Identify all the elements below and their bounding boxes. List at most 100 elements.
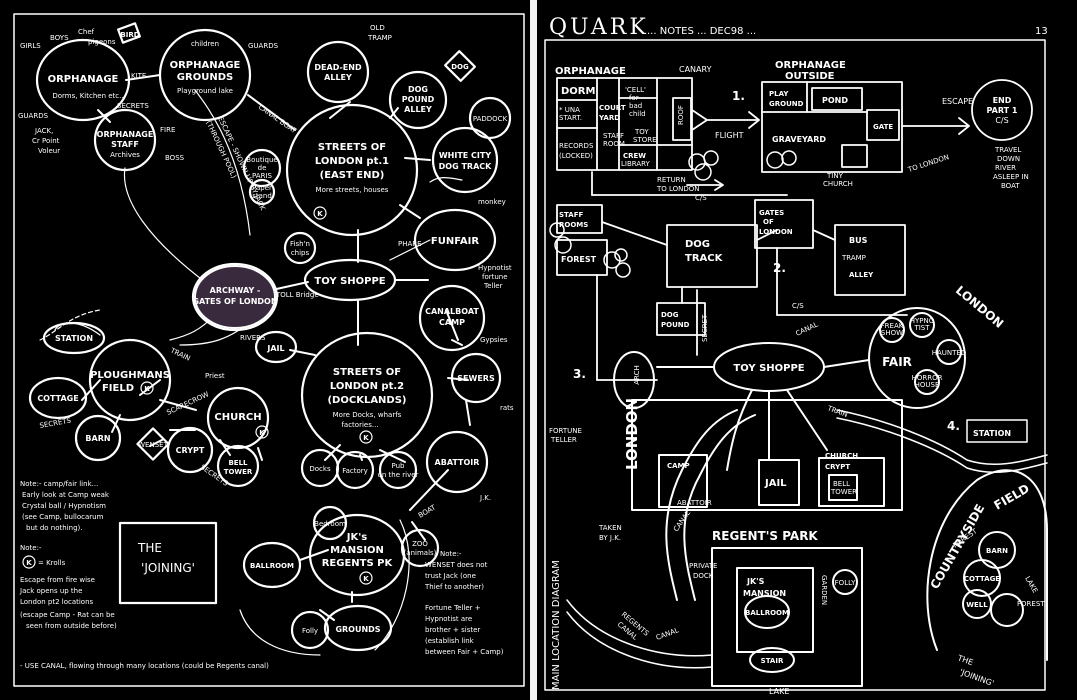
label-train: TRAIN [168,346,191,363]
countryside-labels: COUNTRYSIDE FIELD FOREST BARN COTTAGE WE… [927,481,1045,688]
dog-label: DOG [451,63,469,71]
r-field: FIELD [992,481,1032,512]
r-folly: FOLLY [835,579,856,587]
r-mansion: MANSION [743,589,786,598]
r-taken: TAKEN [598,524,622,532]
r-gates2: OF [763,218,774,226]
wenset-label: WENSET [138,441,168,449]
r-gates3: LONDON [759,228,793,236]
orphanage-grounds-sub: Playground lake [177,87,233,95]
quark-subtitle: ... NOTES ... DEC98 ... [647,26,756,37]
label-hypnotist: Hypnotist [478,264,512,272]
r-cottage: COTTAGE [964,575,1000,583]
label-monkey: monkey [478,198,506,206]
r-fair: FAIR [882,355,912,369]
r-travel2: DOWN [997,155,1020,163]
label-jack2: Cr Point [32,137,60,145]
label-boat: BOAT [417,503,438,520]
label-boys: BOYS [50,34,69,42]
r-cell: 'CELL' [625,86,646,94]
r-tist: TIST [913,324,930,332]
r-escape: ESCAPE [942,97,973,106]
center-hub [613,307,966,471]
label-secrets: SECRETS [117,102,149,110]
archway-l1: ARCHWAY - [210,286,261,295]
r-church-small: CHURCH [823,180,853,188]
r-lake2: LAKE [769,687,789,696]
r-cs2: C/S [792,302,804,310]
r-yard: YARD [598,114,620,122]
london-blocks [556,171,908,381]
folly-label: Folly [302,627,318,635]
r-crew: CREW [623,152,646,160]
archway-node [194,265,276,329]
jail-label: JAIL [266,344,284,353]
r-dog-track: DOG [685,239,710,250]
r-private: PRIVATE [689,562,717,570]
r-to-london: TO LONDON [906,153,950,174]
left-notes: Note:- camp/fair link... Early look at C… [19,480,504,670]
r-church: CHURCH [825,452,858,460]
note3-line2: Jack opens up the [19,587,82,595]
r-canal3: CANAL [655,626,680,642]
r-num2: 2. [773,261,786,275]
kroll-k-5: K [363,575,369,583]
streets1-l2: LONDON pt.1 [315,156,389,167]
r-staff-rooms2: ROOMS [559,221,588,229]
r-travel3: RIVER [995,164,1016,172]
r-play: PLAY [769,90,789,98]
streets1-sub: More streets, houses [316,186,389,194]
r-orphanage-title: ORPHANAGE [555,66,626,77]
label-rats: rats [500,404,514,412]
left-joining-l2: 'JOINING' [141,561,195,575]
r-orph-outside2: OUTSIDE [785,71,835,82]
r-camp: CAMP [667,462,690,470]
left-node-shapes [28,22,512,652]
r-horror2: HOUSE [915,381,940,389]
r-joining: THE [955,653,974,667]
kroll-legend-text: = Krolls [38,559,66,567]
r-cell2: for [629,94,639,102]
kroll-letters: K K K K K K [26,210,369,583]
bedroom-label: Bedroom [314,520,346,528]
kroll-k-legend: K [26,559,32,567]
fish-chips-l1: Fish'n [290,240,310,248]
r-arch: ARCH [633,365,641,384]
r-london-arc: LONDON [953,283,1006,331]
note5-line6: Fortune Teller + [425,604,481,612]
r-library: LIBRARY [621,160,651,168]
crypt-label: CRYPT [176,446,205,455]
ballroom-label: BALLROOM [250,562,294,570]
label-boss: BOSS [165,154,185,162]
left-location-bubble-diagram: ORPHANAGE Dorms, Kitchen etc.. ORPHANAGE… [0,0,530,700]
r-crypt: CRYPT [825,463,850,471]
note5-line9: (establish link [425,637,475,645]
r-tiny: TINY [826,172,844,180]
label-pigeons: pigeons [88,38,116,46]
funfair-label: FUNFAIR [431,236,479,247]
label-guards2: GUARDS [18,112,49,120]
lower-london-labels: LONDON FORTUNE TELLER CAMP ABATTOIR CANA… [549,398,858,533]
left-diagram-svg: ORPHANAGE Dorms, Kitchen etc.. ORPHANAGE… [13,13,525,687]
church-label: CHURCH [214,412,261,423]
r-num4: 4. [947,419,960,433]
orphanage-grounds-l2: GROUNDS [177,72,233,83]
regents-park [711,547,863,687]
r-joining2: 'JOINING' [958,667,995,688]
factory-label: Factory [342,467,368,475]
r-abattoir: ABATTOIR [677,499,712,507]
note5-line2: WENSET does not [425,561,488,569]
streets2-sub1: More Docks, wharfs [333,411,402,419]
pub-l2: on the river [378,471,419,479]
jks-l2: MANSION [330,545,384,556]
abattoir-label: ABATTOIR [435,458,480,467]
kroll-k-1: K [317,210,323,218]
r-forest3: FOREST [1017,600,1045,608]
r-orph-outside: ORPHANAGE [775,60,846,71]
streets2-l1: STREETS OF [333,367,401,378]
label-guards: GUARDS [248,42,279,50]
streets2-l2: LONDON pt.2 [330,381,404,392]
streets2-l3: (DOCKLANDS) [327,395,406,406]
r-dorm: DORM [561,86,596,97]
r-records2: (LOCKED) [559,152,593,160]
